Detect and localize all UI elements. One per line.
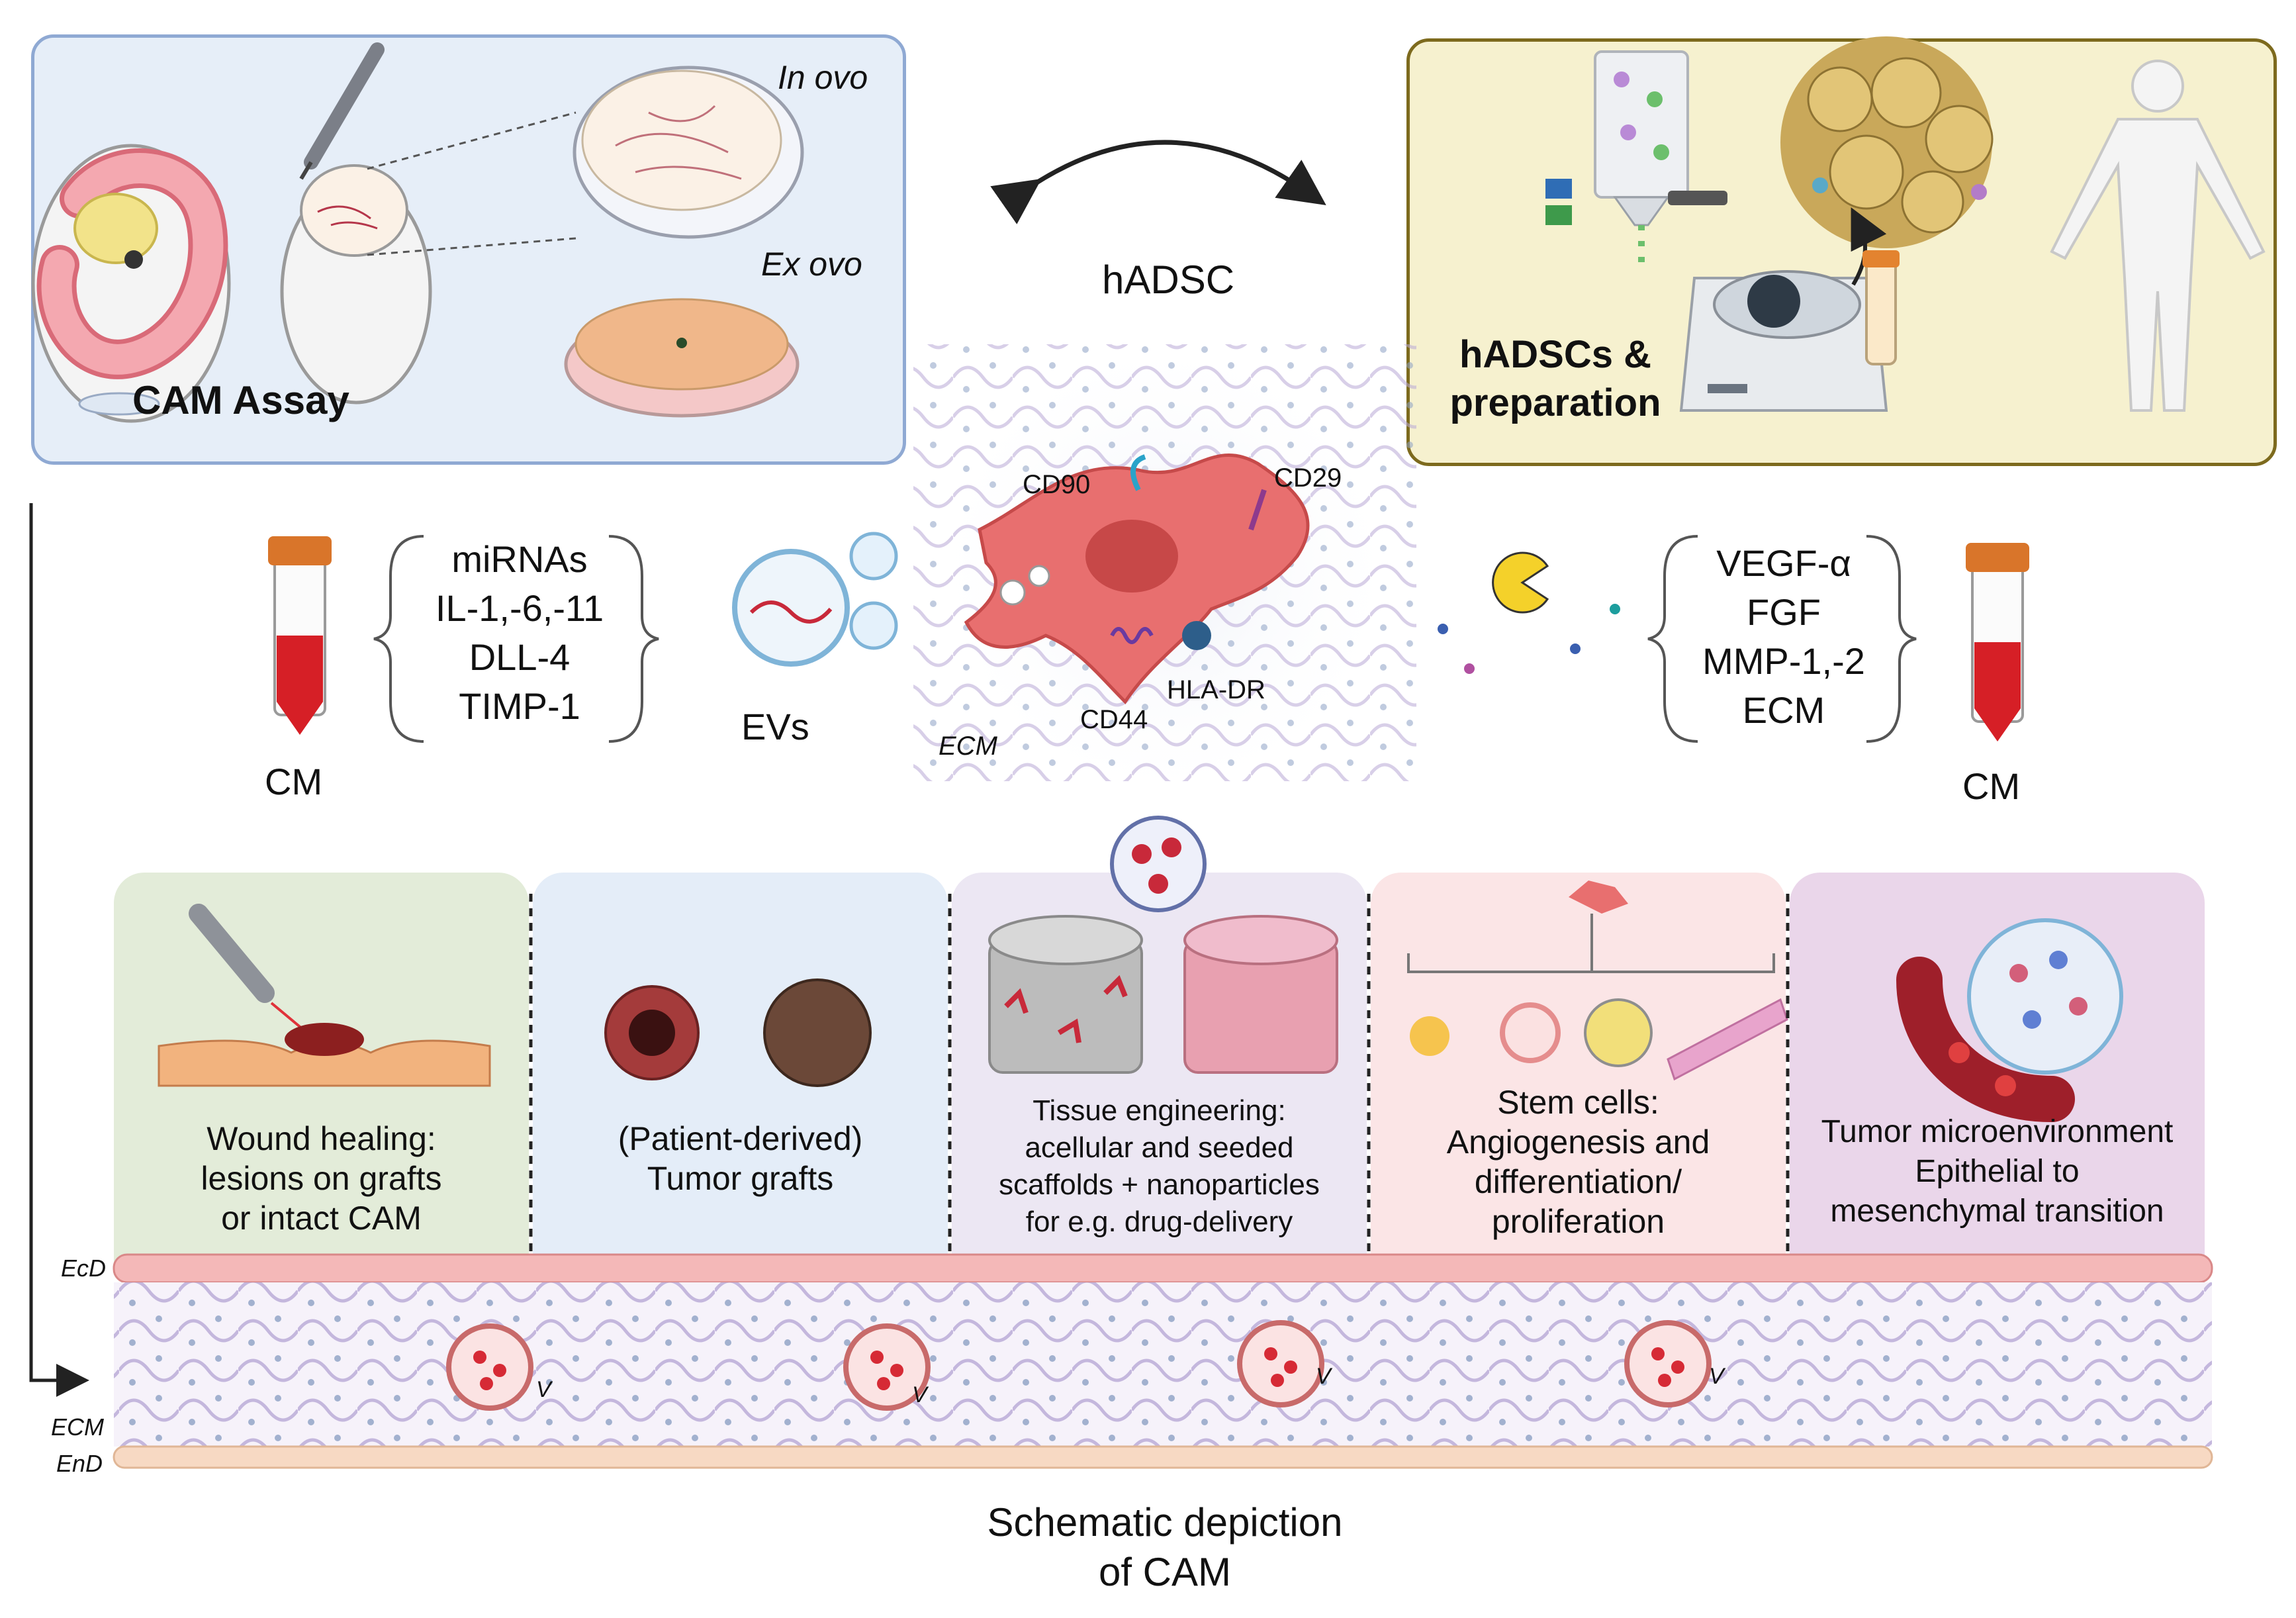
caption-line: scaffolds + nanoparticles [999,1168,1320,1201]
differentiation-tree-icon [1407,880,1788,1081]
left-factor-mirnas: miRNAs [451,538,588,580]
left-factor-il: IL-1,-6,-11 [435,587,604,629]
ecd-label: EcD [61,1255,107,1282]
marker-hla-dr: HLA-DR [1167,675,1265,704]
vessel-label: V [1709,1364,1724,1389]
panel-tumor-grafts [533,873,948,1267]
nanoparticle-icon [1110,816,1207,912]
right-brace-open-icon [1647,535,1698,743]
left-factor-timp1: TIMP-1 [459,685,580,727]
left-factor-dll4: DLL-4 [469,636,571,678]
extracellular-vesicle-icon [732,532,898,667]
marker-cd90: CD90 [1023,470,1091,499]
caption-line2: of CAM [1098,1550,1232,1594]
human-body-icon [2050,60,2266,412]
cam-assay-title: CAM Assay [132,378,349,422]
tumor-grafts-icon [604,978,872,1087]
caption-line: Stem cells: [1497,1084,1659,1121]
in-ovo-label: In ovo [778,59,868,96]
marker-cd29: CD29 [1274,463,1342,493]
caption-line: Tumor grafts [647,1160,834,1197]
marker-cd44: CD44 [1080,705,1148,734]
tumor-microenvironment-caption: Tumor microenvironment Epithelial to mes… [1790,1112,2205,1231]
scaffold-icon [988,915,1338,1074]
centrifuge-icon [1679,207,1888,412]
protease-icon [1438,551,1620,674]
panel-separators [529,894,1790,1258]
caption-line: proliferation [1491,1203,1665,1240]
opened-egg-icon [280,42,576,404]
falcon-tube-icon [1862,250,1900,365]
caption-line: (Patient-derived) [618,1120,863,1157]
connector-arrow-icon [29,503,89,1397]
in-ovo-dish-icon [573,66,804,239]
caption-line: mesenchymal transition [1830,1194,2164,1229]
right-brace-close-icon [1866,535,1917,743]
hadsc-prep-title-line1: hADSCs & [1459,333,1652,376]
cm-right-label: CM [1962,765,2021,807]
cell-sorter-icon [1545,50,1727,271]
caption-line: for e.g. drug-delivery [1025,1206,1293,1238]
caption-line: Epithelial to [1915,1154,2080,1189]
vessel-label: V [536,1377,551,1402]
tissue-engineering-caption: Tissue engineering: acellular and seeded… [952,1092,1367,1241]
ecm-label: ECM [939,732,997,761]
rbc-icons [473,1347,1684,1390]
egg-embryo-icon [31,144,231,423]
right-factor-mmp: MMP-1,-2 [1702,640,1865,682]
cam-ecm-label: ECM [51,1413,104,1441]
ex-ovo-label: Ex ovo [761,246,862,283]
right-factor-ecm: ECM [1742,689,1825,731]
caption-line: acellular and seeded [1025,1131,1294,1164]
hadsc-prep-title-line2: preparation [1449,381,1661,424]
caption-line: Wound healing: [207,1120,436,1157]
cm-tube-left-icon [268,536,332,735]
caption-line: Angiogenesis and [1446,1123,1710,1161]
bidirectional-arrow-icon [990,140,1326,224]
caption-line: or intact CAM [221,1200,422,1237]
cm-tube-right-icon [1966,543,2029,741]
wound-healing-caption: Wound healing: lesions on grafts or inta… [114,1119,529,1238]
caption-line1: Schematic depiction [987,1500,1343,1545]
vessel-label: V [912,1382,927,1407]
cm-left-label: CM [265,761,323,802]
panel-stem-cells [1371,873,1786,1267]
hadsc-cell-icon [913,331,1416,808]
vessel-label: V [1316,1364,1331,1389]
blood-vessel-icons [446,1320,1712,1411]
caption-line: Tumor microenvironment [1821,1114,2174,1149]
adipose-tissue-icon [1780,36,1994,248]
evs-label: EVs [741,706,809,747]
end-label: EnD [56,1450,103,1477]
caption-line: lesions on grafts [201,1160,442,1197]
left-brace-close-icon [608,535,659,743]
hadsc-label: hADSC [1102,258,1235,302]
cam-cross-section [113,1253,2213,1469]
stem-cells-caption: Stem cells: Angiogenesis and differentia… [1371,1082,1786,1241]
wound-healing-icon [158,904,491,1087]
ex-ovo-dish-icon [564,298,800,418]
caption-line: differentiation/ [1474,1163,1682,1200]
right-factor-fgf: FGF [1747,591,1821,633]
left-brace-open-icon [373,535,424,743]
right-factor-vegf: VEGF-α [1716,542,1851,584]
tumor-grafts-caption: (Patient-derived) Tumor grafts [533,1119,948,1198]
tumor-microenvironment-icon [1896,918,2123,1122]
caption-line: Tissue engineering: [1033,1094,1286,1127]
